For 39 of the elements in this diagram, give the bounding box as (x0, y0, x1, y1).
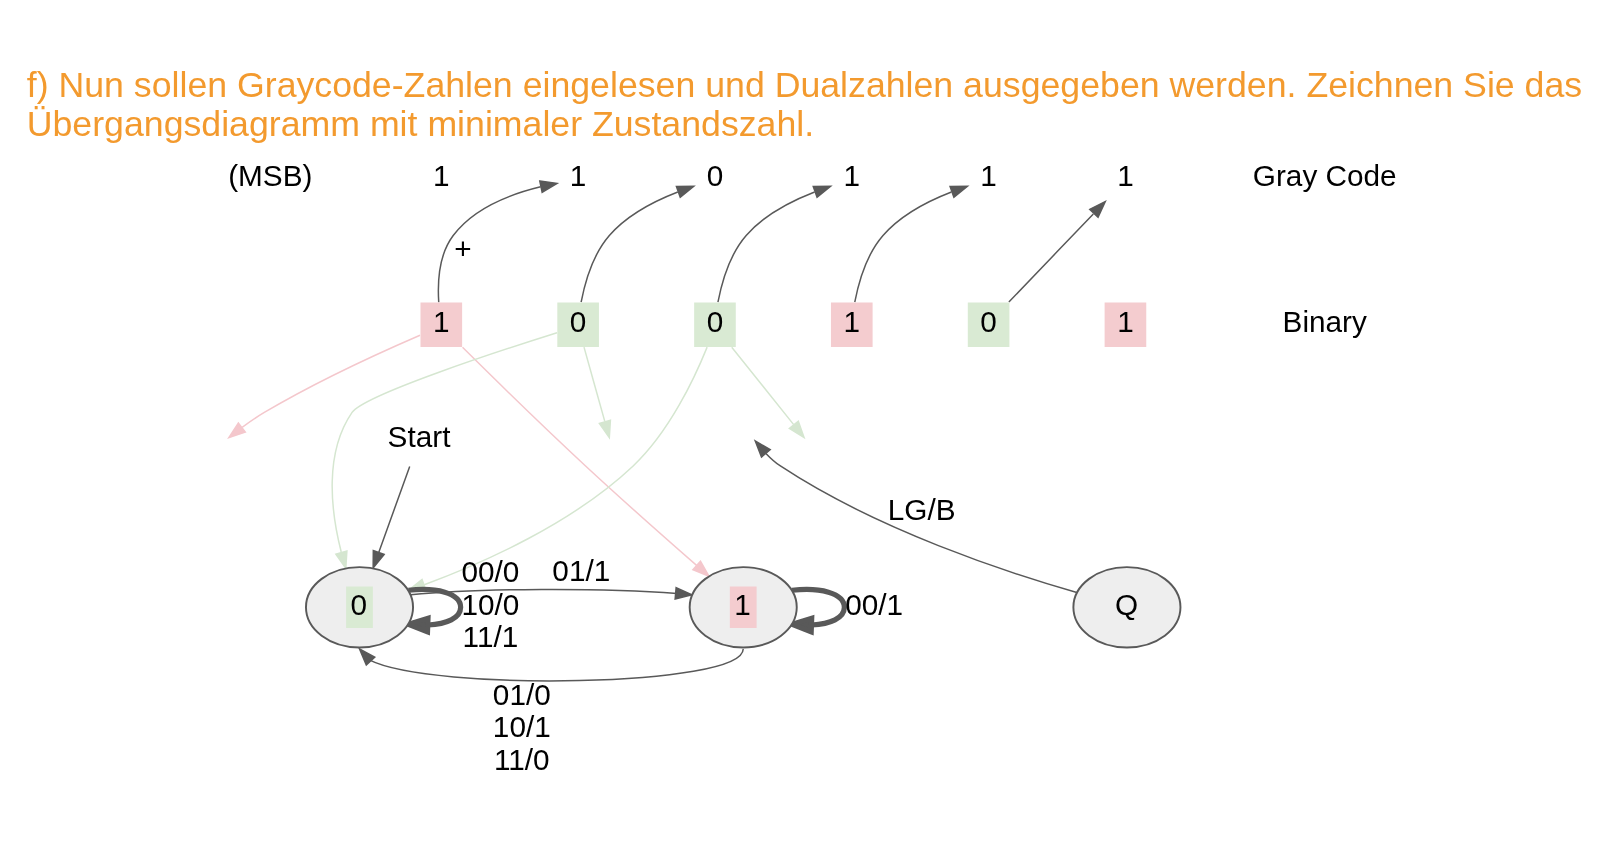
label: (MSB) (228, 158, 313, 192)
label: Binary (1282, 304, 1367, 338)
node-text: 1 (843, 158, 861, 192)
arrow (461, 346, 711, 578)
edge-label: 01/0 10/1 11/0 (492, 677, 551, 776)
node-ellipse: 0 (305, 565, 414, 648)
node-box: 0 (557, 301, 599, 347)
edge-label: 01/1 (552, 553, 611, 587)
node-box: 0 (967, 301, 1010, 347)
edge-label: LG/B (887, 492, 956, 526)
edge-label: + (454, 231, 472, 265)
node-ellipse: Q (1072, 565, 1182, 648)
node-text: 1 (1117, 158, 1134, 192)
arrow (1008, 199, 1107, 303)
node-text: 1 (980, 158, 997, 192)
node-box: 1 (830, 301, 873, 347)
node-text: 1 (433, 158, 450, 192)
arrow (227, 333, 421, 439)
edge-label: 00/0 10/0 11/1 (461, 554, 520, 653)
arrow (372, 465, 411, 570)
arrow (583, 345, 612, 440)
diagram-title: f) Nun sollen Graycode-Zahlen eingelesen und Dualzahlen ausgegeben werden. Zeichnen Sie das Übergangsdiagramm mit minimaler Zustandszahl. (26, 64, 1583, 144)
node-ellipse: 1 (688, 565, 798, 648)
node-text: 0 (706, 158, 724, 192)
arrow (753, 438, 1078, 593)
node-text: 1 (569, 158, 587, 192)
node-box: 1 (1104, 301, 1147, 347)
arrow (437, 179, 560, 303)
arrow (331, 331, 558, 570)
arrow (358, 646, 744, 682)
node-text: Start (387, 419, 451, 453)
arrow (717, 185, 833, 303)
node-box: 0 (694, 301, 736, 347)
edge-label: 00/1 (845, 587, 904, 621)
node-box: 1 (420, 301, 463, 347)
label: Gray Code (1252, 158, 1397, 192)
arrow (854, 185, 970, 303)
arrow (731, 345, 806, 439)
arrow (580, 185, 696, 303)
